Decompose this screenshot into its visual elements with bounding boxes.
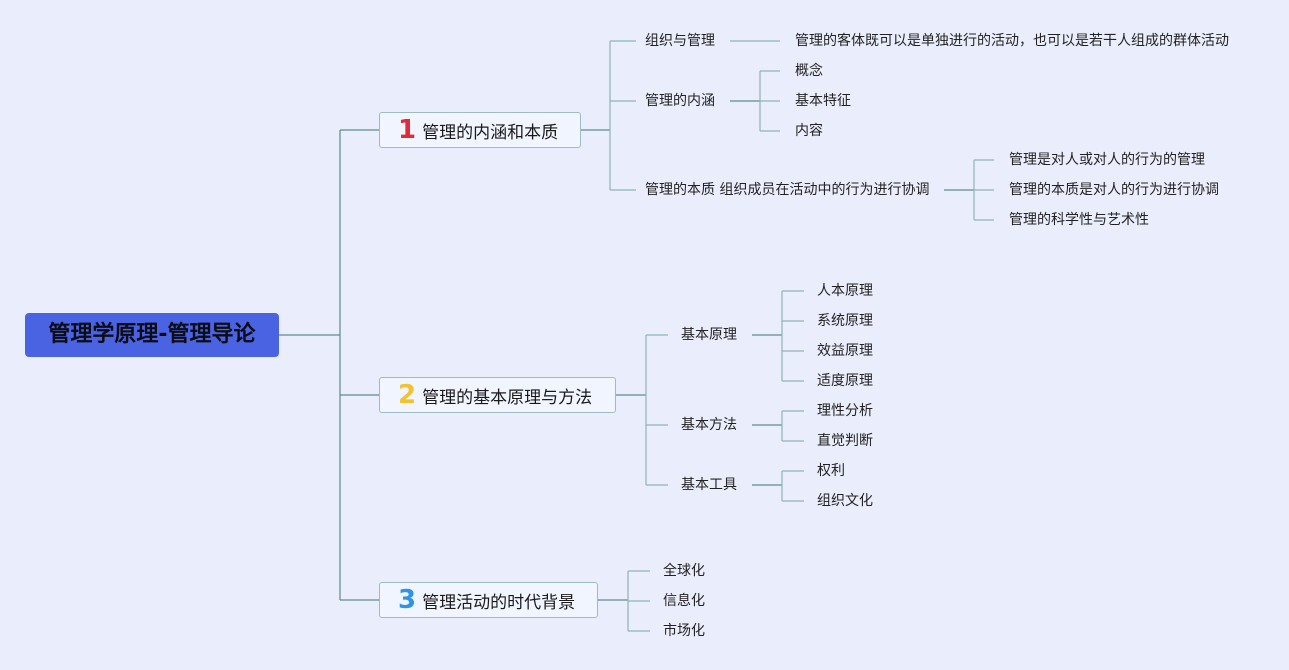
connector (610, 40, 636, 191)
main-topic-1[interactable]: 1 管理的内涵和本质 (379, 112, 581, 148)
root-topic[interactable]: 管理学原理-管理导论 (25, 313, 279, 357)
connector (645, 334, 668, 486)
leaf-topic[interactable]: 管理的科学性与艺术性 (1009, 212, 1149, 228)
leaf-topic[interactable]: 人本原理 (817, 283, 873, 299)
connector (759, 70, 780, 132)
connector (781, 290, 804, 382)
subtopic[interactable]: 市场化 (663, 623, 705, 639)
leaf-topic[interactable]: 内容 (795, 123, 823, 139)
leaf-topic[interactable]: 理性分析 (817, 403, 873, 419)
main-topic-label: 管理的内涵和本质 (422, 122, 559, 143)
subtopic[interactable]: 全球化 (663, 563, 705, 579)
main-topic-3[interactable]: 3 管理活动的时代背景 (379, 582, 598, 618)
number-badge-3: 3 (398, 585, 417, 615)
subtopic[interactable]: 基本工具 (681, 477, 737, 493)
main-topic-label: 管理的基本原理与方法 (422, 387, 593, 408)
connector (781, 410, 804, 442)
connector (973, 159, 994, 221)
leaf-topic[interactable]: 组织文化 (817, 493, 873, 509)
number-badge-2: 2 (398, 380, 417, 410)
leaf-topic[interactable]: 管理的客体既可以是单独进行的活动，也可以是若干人组成的群体活动 (795, 33, 1229, 49)
leaf-topic[interactable]: 管理是对人或对人的行为的管理 (1009, 152, 1205, 168)
leaf-topic[interactable]: 管理的本质是对人的行为进行协调 (1009, 182, 1219, 198)
leaf-topic[interactable]: 效益原理 (817, 343, 873, 359)
leaf-topic[interactable]: 直觉判断 (817, 433, 873, 449)
main-topic-2[interactable]: 2 管理的基本原理与方法 (379, 377, 616, 413)
subtopic[interactable]: 管理的本质 组织成员在活动中的行为进行协调 (645, 182, 930, 198)
leaf-topic[interactable]: 适度原理 (817, 373, 873, 389)
main-topic-label: 管理活动的时代背景 (422, 592, 576, 613)
number-badge-1: 1 (398, 115, 417, 145)
leaf-topic[interactable]: 权利 (817, 463, 845, 479)
leaf-topic[interactable]: 概念 (795, 63, 823, 79)
connector (781, 470, 804, 502)
subtopic[interactable]: 信息化 (663, 593, 705, 609)
leaf-topic[interactable]: 系统原理 (817, 313, 873, 329)
subtopic[interactable]: 基本方法 (681, 417, 737, 433)
connector (627, 570, 650, 632)
subtopic[interactable]: 组织与管理 (645, 33, 715, 49)
subtopic[interactable]: 管理的内涵 (645, 93, 715, 109)
subtopic[interactable]: 基本原理 (681, 327, 737, 343)
leaf-topic[interactable]: 基本特征 (795, 93, 851, 109)
